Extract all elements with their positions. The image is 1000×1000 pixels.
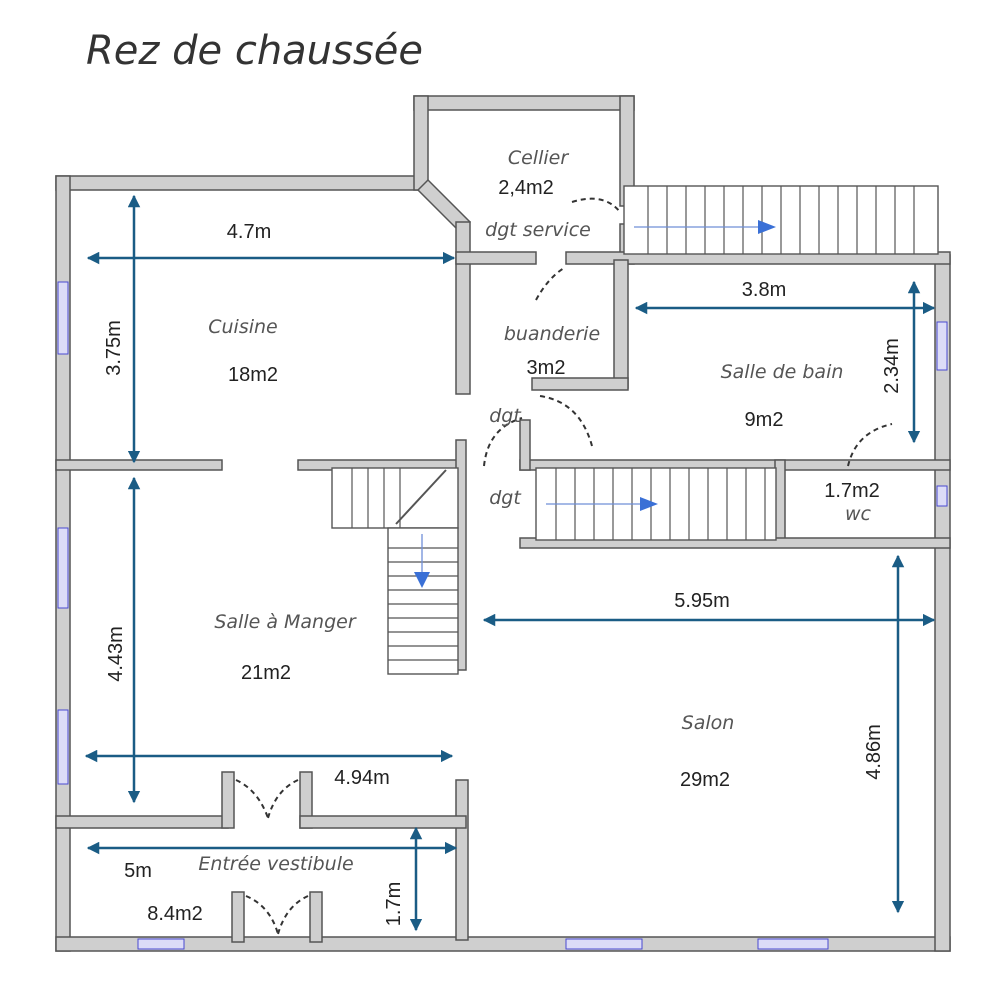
door-buanderie <box>535 267 565 301</box>
room-area-buanderie: 3m2 <box>527 357 566 379</box>
window-wc <box>936 485 948 507</box>
door-front-r <box>277 895 309 935</box>
wall-cellier-bottom-a <box>455 251 537 265</box>
stairs <box>331 185 939 675</box>
dim-label-entree-depth: 1.7m <box>383 882 405 926</box>
wall-cuisine-sam-a <box>55 459 223 471</box>
dimension-arrows <box>84 194 936 932</box>
wall-cellier-left <box>413 95 429 191</box>
dim-label-cuisine-depth: 3.75m <box>103 320 125 376</box>
door-cellier <box>571 197 621 213</box>
room-area-entree: 8.4m2 <box>147 903 203 925</box>
room-area-salon: 29m2 <box>680 769 730 791</box>
wall-entree-top-b <box>299 815 467 829</box>
room-area-sam: 21m2 <box>241 662 291 684</box>
window-sam-1 <box>57 527 69 609</box>
door-sdb-right <box>847 423 893 467</box>
room-labels: Cellier 2,4m2 dgt service Cuisine 18m2 b… <box>147 147 880 925</box>
window-entree <box>137 938 185 950</box>
stairs-top-arrow-icon <box>758 220 776 234</box>
dimension-labels: 4.7m 3.75m 3.8m 2.34m 5.95m 4.86m 4.43m … <box>103 221 903 926</box>
wall-buanderie-right <box>613 259 629 389</box>
wall-front-door-r <box>309 891 323 943</box>
room-name-cuisine: Cuisine <box>208 316 278 338</box>
room-name-cellier: Cellier <box>508 147 569 169</box>
dim-label-sam-depth: 4.43m <box>105 626 127 682</box>
doors <box>235 197 893 935</box>
stairs-left-down <box>387 527 459 675</box>
dim-label-sdb-width: 3.8m <box>742 279 786 301</box>
room-area-cuisine: 18m2 <box>228 364 278 386</box>
room-name-entree: Entrée vestibule <box>198 853 353 875</box>
dim-label-salon-width: 5.95m <box>674 590 730 612</box>
dim-label-salon-depth: 4.86m <box>863 724 885 780</box>
stairs-left-arrow-icon <box>414 572 430 588</box>
stairs-left-top <box>331 467 459 529</box>
room-name-dgt-lower: dgt <box>489 487 522 509</box>
wall-cellier-top <box>413 95 635 111</box>
room-name-wc: wc <box>845 503 872 525</box>
dim-label-sam-width: 4.94m <box>334 767 390 789</box>
dim-label-sdb-depth: 2.34m <box>881 338 903 394</box>
window-cuisine <box>57 281 69 355</box>
room-area-sdb: 9m2 <box>745 409 784 431</box>
window-sdb <box>936 321 948 371</box>
room-name-buanderie: buanderie <box>504 323 600 345</box>
windows <box>57 281 948 950</box>
door-entree-l <box>235 779 269 819</box>
wall-north-cuisine <box>55 175 419 191</box>
stairs-middle-arrow-icon <box>640 497 658 511</box>
dim-label-entree-width: 5m <box>124 860 152 882</box>
room-area-wc: 1.7m2 <box>824 480 880 502</box>
wall-dgt-stub <box>519 419 531 471</box>
room-name-sam: Salle à Manger <box>214 611 357 633</box>
door-front-l <box>245 895 279 935</box>
wall-entree-top-a <box>55 815 229 829</box>
wall-front-door-l <box>231 891 245 943</box>
window-salon-2 <box>757 938 829 950</box>
wall-central-b <box>455 779 469 941</box>
wall-buanderie-bottom <box>531 377 629 391</box>
room-name-salon: Salon <box>682 712 735 734</box>
wall-entree-door-l <box>221 771 235 829</box>
room-name-dgt-service: dgt service <box>485 219 591 241</box>
room-area-cellier: 2,4m2 <box>498 177 554 199</box>
wall-buanderie-left <box>455 221 471 395</box>
dim-label-cuisine-width: 4.7m <box>227 221 271 243</box>
door-sdb <box>539 395 593 447</box>
door-entree-r <box>267 779 299 819</box>
room-name-sdb: Salle de bain <box>721 361 844 383</box>
window-sam-2 <box>57 709 69 785</box>
plan-title: Rez de chaussée <box>86 28 423 74</box>
window-salon-1 <box>565 938 643 950</box>
room-name-dgt-upper: dgt <box>489 405 522 427</box>
